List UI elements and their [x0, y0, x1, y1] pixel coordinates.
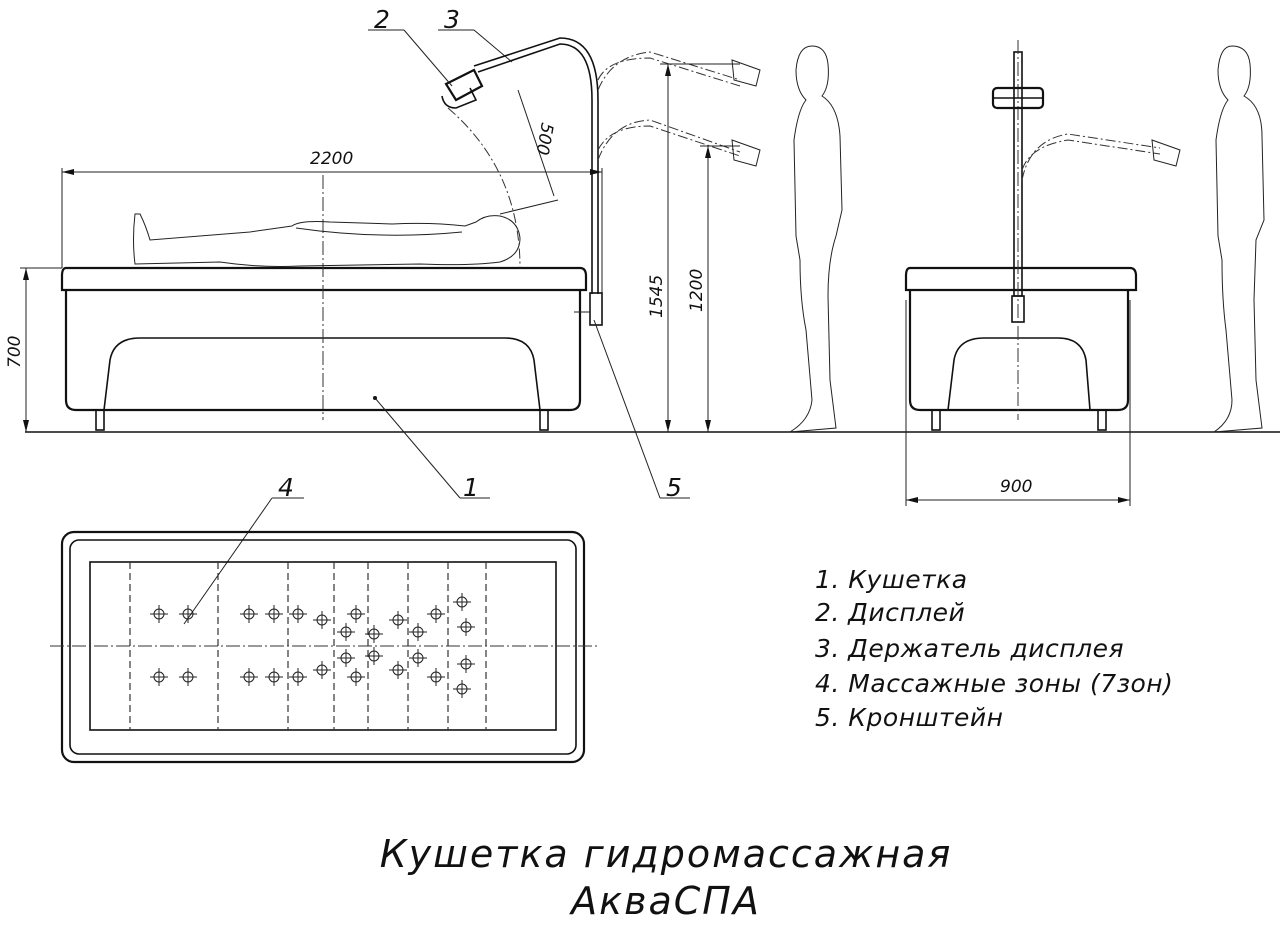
massage-jet	[265, 668, 283, 686]
massage-jet	[409, 649, 427, 667]
callout-1: 1	[463, 473, 479, 502]
massage-jet	[365, 625, 383, 643]
top-view	[50, 530, 600, 764]
massage-jet	[453, 680, 471, 698]
massage-jet	[409, 623, 427, 641]
massage-jet	[389, 611, 407, 629]
callout-2: 2	[374, 5, 390, 34]
legend: 1. Кушетка 2. Дисплей 3. Держатель диспл…	[815, 565, 1173, 732]
massage-jet	[457, 655, 475, 673]
dim-max-height: 1545	[647, 275, 667, 318]
standing-person-side	[789, 45, 843, 433]
dim-height: 700	[5, 336, 25, 368]
massage-jet	[240, 605, 258, 623]
callout-4: 4	[278, 473, 294, 502]
lying-person	[133, 213, 521, 267]
massage-jet	[289, 668, 307, 686]
drawing-title: Кушетка гидромассажная АкваСПА	[380, 832, 953, 923]
title-line-1: Кушетка гидромассажная	[380, 832, 953, 876]
couch-side	[60, 175, 588, 431]
massage-jet	[265, 605, 283, 623]
massage-jet	[150, 668, 168, 686]
bracket-and-holder: 500	[441, 37, 761, 326]
massage-jet	[337, 649, 355, 667]
callout-lines	[183, 29, 690, 625]
massage-jet	[427, 668, 445, 686]
front-view: 900	[904, 40, 1265, 506]
massage-jet	[457, 618, 475, 636]
legend-item-4: 4. Массажные зоны (7зон)	[815, 669, 1173, 698]
massage-jet	[289, 605, 307, 623]
massage-zone-dividers	[129, 562, 487, 730]
callout-3: 3	[444, 5, 460, 34]
massage-jets	[150, 593, 475, 698]
side-view: 2200 700 500	[5, 5, 1280, 625]
massage-jet	[179, 605, 197, 623]
massage-jet	[179, 668, 197, 686]
dim-length: 2200	[310, 149, 353, 169]
standing-person-front	[1213, 45, 1265, 433]
massage-jet	[389, 661, 407, 679]
dim-width: 900	[1000, 477, 1032, 497]
callout-5: 5	[666, 473, 682, 502]
massage-jet	[347, 668, 365, 686]
massage-jet	[453, 593, 471, 611]
massage-jet	[313, 661, 331, 679]
legend-item-3: 3. Держатель дисплея	[815, 634, 1124, 663]
massage-jet	[427, 605, 445, 623]
massage-jet	[347, 605, 365, 623]
massage-jet	[337, 623, 355, 641]
massage-jet	[150, 605, 168, 623]
legend-item-2: 2. Дисплей	[815, 598, 965, 627]
legend-item-1: 1. Кушетка	[815, 565, 968, 594]
title-line-2: АкваСПА	[568, 879, 761, 923]
massage-jet	[313, 611, 331, 629]
legend-item-5: 5. Кронштейн	[815, 703, 1003, 732]
dim-holder-height: 1200	[687, 269, 707, 312]
dim-display-distance: 500	[531, 121, 556, 156]
massage-jet	[365, 647, 383, 665]
massage-jet	[240, 668, 258, 686]
